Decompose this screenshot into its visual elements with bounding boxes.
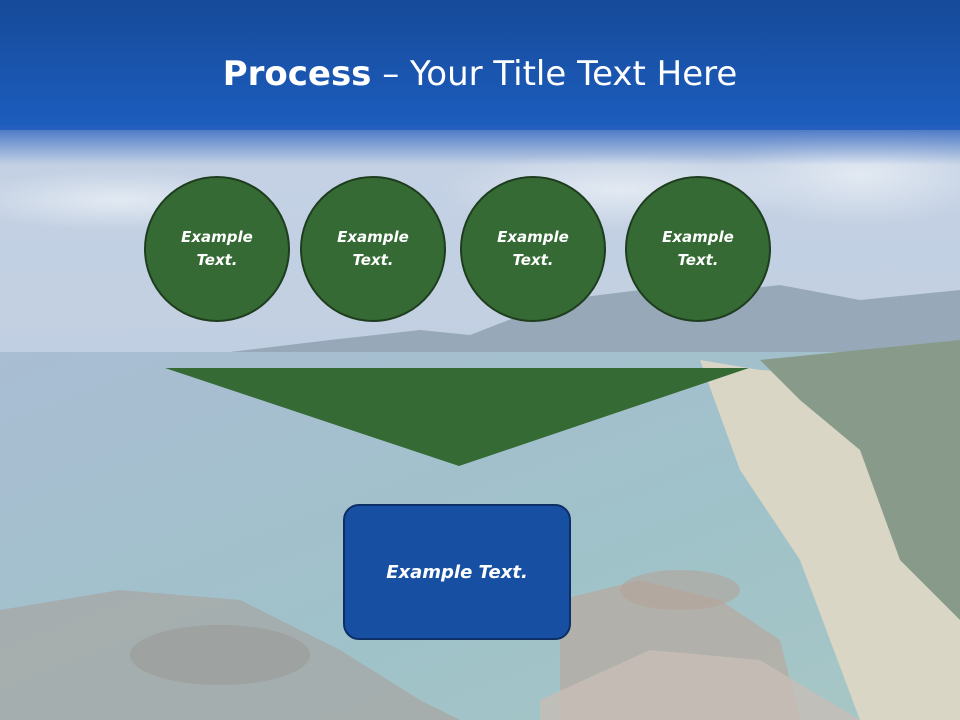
slide-title-bold: Process [222,54,372,94]
circle-1-line2: Text. [196,251,238,269]
slide-title[interactable]: Process – Your Title Text Here [0,52,960,96]
funnel-triangle[interactable] [165,368,749,466]
title-band-fade [0,125,960,165]
circle-4-line1: Example [662,228,734,246]
result-box-text: Example Text. [386,561,528,583]
circle-1-line1: Example [181,228,253,246]
funnel-triangle-shape [165,368,749,466]
circle-3-line2: Text. [512,251,554,269]
title-band [0,0,960,130]
circle-3-line1: Example [497,228,569,246]
circle-4-line2: Text. [677,251,719,269]
circle-2-line1: Example [337,228,409,246]
result-box[interactable]: Example Text. [343,504,571,640]
slide-title-rest: – Your Title Text Here [371,54,738,94]
circle-2-line2: Text. [352,251,394,269]
